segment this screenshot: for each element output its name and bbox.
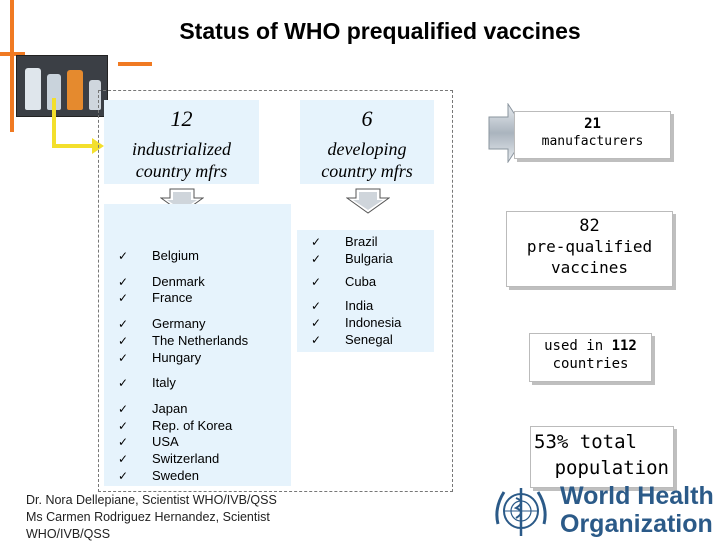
who-name-line2: Organization (560, 510, 713, 538)
industrialized-country-list: ✓Belgium ✓Denmark ✓France ✓Germany ✓The … (104, 204, 291, 486)
list-item: ✓Belgium (104, 248, 291, 265)
industrialized-box: 12 industrialized country mfrs (104, 100, 259, 184)
list-item: ✓Denmark (104, 274, 291, 291)
checkmark-icon: ✓ (118, 317, 129, 332)
who-emblem-icon (495, 488, 547, 536)
developing-label-line2: country mfrs (321, 161, 413, 181)
developing-label-line1: developing (327, 139, 407, 159)
countries-prefix: used in (544, 338, 604, 354)
list-item: ✓Brazil (297, 234, 434, 251)
list-item: ✓Switzerland (104, 451, 291, 468)
who-name: World Health Organization (560, 482, 714, 538)
population-stat: 53% total population (530, 426, 674, 488)
yellow-connector-line (52, 98, 56, 148)
list-item: ✓The Netherlands (104, 333, 291, 350)
manufacturers-label: manufacturers (541, 134, 644, 149)
checkmark-icon: ✓ (118, 291, 129, 306)
who-name-line1: World Health (560, 482, 714, 510)
checkmark-icon: ✓ (311, 315, 322, 330)
credit-line: WHO/IVB/QSS (26, 527, 111, 541)
checkmark-icon: ✓ (311, 251, 322, 266)
vaccines-label-line2: vaccines (550, 258, 629, 277)
orange-accent-line (0, 52, 25, 56)
checkmark-icon: ✓ (118, 333, 129, 348)
checkmark-icon: ✓ (311, 235, 322, 249)
list-item: ✓Cuba (297, 274, 434, 291)
vaccines-count: 82 (579, 216, 600, 236)
checkmark-icon: ✓ (311, 332, 322, 347)
checkmark-icon: ✓ (118, 435, 129, 450)
checkmark-icon: ✓ (118, 452, 129, 467)
page-title: Status of WHO prequalified vaccines (179, 18, 581, 44)
manufacturers-count: 21 (584, 116, 601, 132)
list-item: ✓Hungary (104, 350, 291, 367)
down-arrow-icon (346, 188, 390, 214)
vaccines-label-line1: pre-qualified (526, 237, 653, 256)
checkmark-icon: ✓ (118, 468, 129, 483)
orange-accent-line (118, 62, 152, 66)
checkmark-icon: ✓ (118, 401, 129, 416)
developing-count: 6 (361, 106, 373, 131)
list-item: ✓Japan (104, 401, 291, 418)
checkmark-icon: ✓ (118, 249, 129, 263)
checkmark-icon: ✓ (118, 350, 129, 365)
industrialized-label-line1: industrialized (131, 139, 231, 159)
list-item: ✓USA (104, 434, 291, 451)
checkmark-icon: ✓ (311, 299, 322, 314)
credits: Dr. Nora Dellepiane, Scientist WHO/IVB/Q… (26, 492, 336, 543)
countries-count: 112 (611, 338, 637, 354)
list-item: ✓Sweden (104, 468, 291, 485)
yellow-connector-line (52, 144, 94, 148)
population-line2: population (554, 457, 669, 479)
vaccine-vials-photo (16, 55, 108, 117)
list-item: ✓Indonesia (297, 315, 434, 332)
countries-stat: used in 112 countries (529, 333, 652, 382)
vaccines-stat: 82 pre-qualified vaccines (506, 211, 673, 287)
population-line1: 53% total (534, 431, 637, 453)
industrialized-count: 12 (170, 106, 193, 131)
industrialized-label-line2: country mfrs (135, 161, 228, 181)
developing-country-list: ✓Brazil ✓Bulgaria ✓Cuba ✓India ✓Indonesi… (297, 230, 434, 352)
list-item: ✓France (104, 290, 291, 307)
credit-line: Dr. Nora Dellepiane, Scientist WHO/IVB/Q… (26, 493, 277, 507)
list-item: ✓Senegal (297, 332, 434, 349)
checkmark-icon: ✓ (311, 275, 322, 290)
list-item: ✓Bulgaria (297, 251, 434, 268)
list-item: ✓India (297, 298, 434, 315)
list-item: ✓Rep. of Korea (104, 418, 291, 435)
manufacturers-frame (98, 90, 453, 492)
credit-line: Ms Carmen Rodriguez Hernandez, Scientist (26, 510, 270, 524)
checkmark-icon: ✓ (118, 274, 129, 289)
checkmark-icon: ✓ (118, 376, 129, 391)
developing-box: 6 developing country mfrs (300, 100, 434, 184)
countries-label: countries (552, 356, 629, 372)
checkmark-icon: ✓ (118, 418, 129, 433)
list-item: ✓Germany (104, 316, 291, 333)
list-item: ✓Italy (104, 375, 291, 392)
manufacturers-stat: 21 manufacturers (514, 111, 671, 159)
orange-accent-line (10, 0, 14, 132)
